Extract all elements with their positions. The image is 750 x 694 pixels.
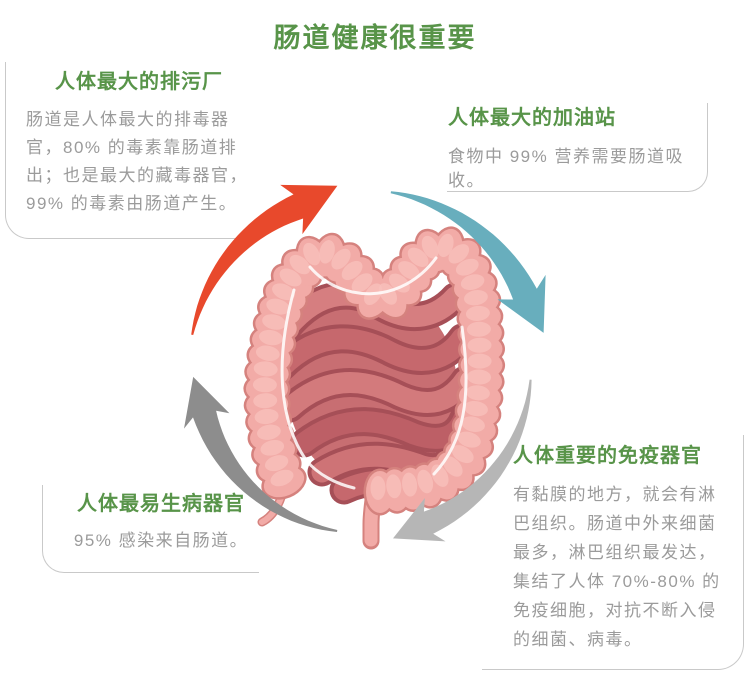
section-bottom-right: 人体重要的免疫器官 有黏膜的地方，就会有淋 巴组织。肠道中外来细菌 最多，淋巴组…: [513, 444, 745, 654]
section-title: 人体最大的加油站: [448, 107, 616, 129]
section-bottom-left: 人体最易生病器官 95% 感染来自肠道。: [50, 492, 272, 553]
arrow-bottom-right-gray: [393, 379, 532, 542]
section-body: 食物中 99% 营养需要肠道吸收。: [448, 147, 684, 190]
arrow-top-left-red: [191, 184, 338, 335]
section-title: 人体最易生病器官: [77, 493, 245, 515]
section-top-right: 人体最大的加油站 食物中 99% 营养需要肠道吸收。: [448, 106, 718, 193]
intestines-illustration: [243, 226, 506, 550]
section-title: 人体最大的排污厂: [55, 71, 223, 93]
section-body: 95% 感染来自肠道。: [73, 531, 249, 550]
arrow-top-right-teal: [390, 191, 546, 333]
arrow-bottom-left-gray: [184, 376, 338, 532]
section-body: 肠道是人体最大的排毒器 官，80% 的毒素靠肠道排 出；也是最大的藏毒器官， 9…: [26, 110, 248, 213]
section-body: 有黏膜的地方，就会有淋 巴组织。肠道中外来细菌 最多，淋巴组织最发达， 集结了人…: [513, 485, 721, 649]
section-title: 人体重要的免疫器官: [513, 445, 702, 467]
section-top-left: 人体最大的排污厂 肠道是人体最大的排毒器 官，80% 的毒素靠肠道排 出；也是最…: [26, 70, 252, 218]
page-title: 肠道健康很重要: [273, 23, 477, 53]
